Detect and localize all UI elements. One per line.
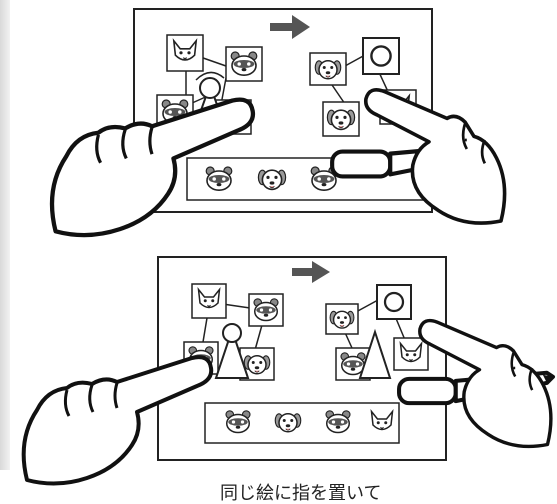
- raccoon-icon: [325, 409, 351, 434]
- board-bottom-content: [183, 261, 429, 444]
- page-edge-shadow: [0, 0, 10, 470]
- right-arrow-icon: [292, 261, 330, 283]
- raccoon-icon: [205, 166, 233, 192]
- right-arrow-icon: [270, 15, 310, 39]
- target-circle-icon: [383, 291, 405, 313]
- raccoon-icon: [253, 298, 279, 322]
- caption-text: 同じ絵に指を置いて: [220, 483, 382, 504]
- raccoon-icon: [230, 51, 258, 76]
- raccoon-icon: [225, 409, 251, 434]
- left-hand-pointing: [24, 357, 212, 483]
- target-circle-icon: [370, 45, 392, 67]
